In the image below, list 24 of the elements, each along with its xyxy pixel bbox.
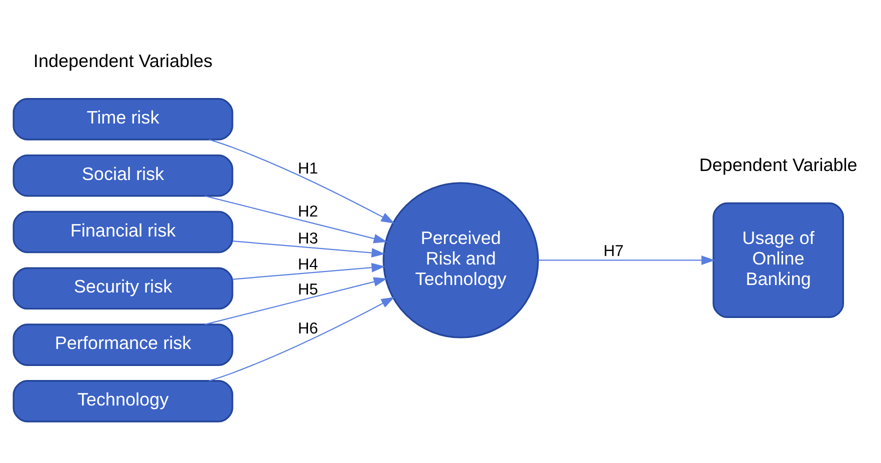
label: Independent Variables [33, 50, 213, 71]
node-box: Performance risk [12, 323, 234, 366]
edge-label: H4 [298, 256, 318, 273]
node-circle: Perceived Risk and Technology [382, 182, 539, 338]
edge-label: H7 [604, 242, 624, 260]
edge-label: H2 [298, 202, 318, 220]
label: Dependent Variable [699, 154, 858, 174]
arrow [232, 262, 386, 280]
arrow [204, 276, 388, 324]
node-box: Security risk [12, 266, 234, 310]
node-box: Social risk [12, 154, 234, 196]
arrow [204, 194, 388, 243]
edge-label: H1 [298, 160, 318, 178]
arrow [209, 138, 395, 223]
node-box: Technology [12, 380, 234, 422]
node-box: Time risk [12, 98, 234, 140]
edge-label: H5 [298, 280, 318, 298]
arrow [538, 254, 715, 264]
node-box: Usage of Online Banking [712, 202, 844, 318]
arrow [232, 240, 386, 258]
edge-label: H3 [298, 230, 318, 248]
arrow [209, 296, 395, 381]
node-box: Financial risk [12, 210, 234, 253]
edge-label: H6 [298, 320, 318, 338]
